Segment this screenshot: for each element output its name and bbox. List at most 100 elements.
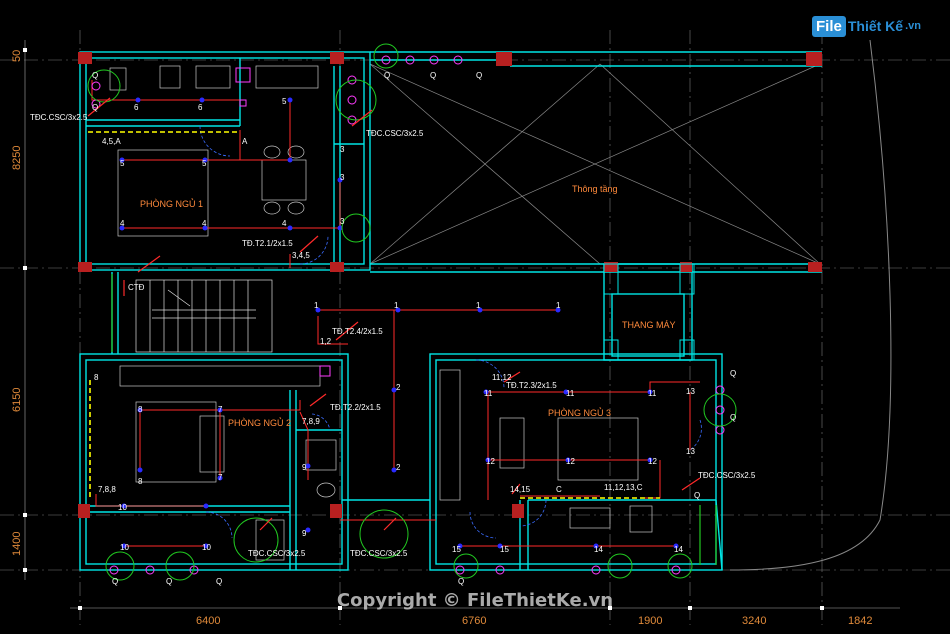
panel-label-1: TĐC.CSC/3x2.5 — [30, 113, 88, 122]
circuit-label: 7 — [218, 405, 223, 414]
dim-bottom-3: 1900 — [638, 615, 662, 627]
circuit-label: 3 — [340, 173, 345, 182]
panel-label-5: TĐ.T2.2/2x1.5 — [330, 403, 381, 412]
circuit-label: 1 — [476, 301, 481, 310]
circuit-label: 6 — [134, 103, 139, 112]
circuit-label: 1 — [314, 301, 319, 310]
boundary-curve — [729, 39, 892, 571]
panel-label-9: TĐC.CSC/3x2.5 — [350, 549, 408, 558]
panel-label-7: TĐC.CSC/3x2.5 — [698, 471, 756, 480]
circuit-label: 10 — [118, 503, 127, 512]
door-swings — [199, 125, 702, 539]
circuit-label: 13 — [686, 387, 695, 396]
circuit-label: 7,8,9 — [302, 417, 320, 426]
circuit-label: 13 — [686, 447, 695, 456]
circuit-label: Q — [112, 577, 118, 586]
circuit-label: 12 — [566, 457, 575, 466]
room-labels: PHÒNG NGỦ 1 PHÒNG NGỦ 2 PHÒNG NGỦ 3 Thôn… — [140, 184, 676, 428]
circuit-label: Q — [730, 369, 736, 378]
logo-thietke: Thiết Kế — [847, 18, 904, 34]
circuit-label: C — [556, 485, 562, 494]
circuit-label: 6 — [198, 103, 203, 112]
circuit-label: 12 — [648, 457, 657, 466]
dimension-lines — [24, 40, 900, 609]
panel-label-3: TĐ.T2.1/2x1.5 — [242, 239, 293, 248]
circuit-label: Q — [430, 71, 436, 80]
panel-label-4: TĐ.T2.4/2x1.5 — [332, 327, 383, 336]
circuit-label: 8 — [94, 373, 99, 382]
panel-arrows — [87, 97, 701, 531]
circuit-label: 11,12,13,C — [604, 483, 643, 492]
room-label-bedroom2: PHÒNG NGỦ 2 — [228, 417, 291, 428]
void-cross — [369, 63, 821, 265]
circuit-label: 14 — [594, 545, 603, 554]
circuit-label: 1 — [394, 301, 399, 310]
circuit-label: 3 — [340, 217, 345, 226]
grid-lines — [0, 30, 950, 625]
circuit-label: Q — [166, 577, 172, 586]
circuit-label: 2 — [396, 463, 401, 472]
room-label-bedroom1: PHÒNG NGỦ 1 — [140, 198, 203, 209]
circuit-label: 15 — [500, 545, 509, 554]
plants — [87, 43, 737, 581]
dim-bottom-2: 6760 — [462, 615, 486, 627]
circuit-label: Q — [458, 577, 464, 586]
circuit-label: 14,15 — [510, 485, 531, 494]
circuit-label: 4 — [120, 219, 125, 228]
circuit-label: Q — [92, 71, 98, 80]
circuit-label: Q — [92, 103, 98, 112]
circuit-label: 12 — [486, 457, 495, 466]
windows — [111, 274, 717, 565]
circuit-label: 8 — [138, 477, 143, 486]
panel-label-6: TĐ.T2.3/2x1.5 — [506, 381, 557, 390]
circuit-label: Q — [476, 71, 482, 80]
logo-file: File — [812, 15, 846, 37]
dimension-text: 50 8250 6150 1400 6400 6760 1900 3240 18… — [11, 50, 872, 627]
yellow-lines — [88, 131, 660, 500]
dim-left-4: 1400 — [11, 532, 23, 556]
dim-bottom-4: 3240 — [742, 615, 766, 627]
circuit-label: 3 — [340, 145, 345, 154]
circuit-label: A — [242, 137, 248, 146]
room-label-elevator: THANG MÁY — [622, 320, 676, 330]
dimension-ticks — [23, 48, 824, 610]
circuit-label: 3,4,5 — [292, 251, 310, 260]
circuit-label: 9 — [302, 529, 307, 538]
dim-left-3: 6150 — [11, 388, 23, 412]
circuit-label: 9 — [302, 463, 307, 472]
dim-left-2: 8250 — [11, 146, 23, 170]
circuit-label: 5 — [120, 159, 125, 168]
circuit-label: 10 — [202, 543, 211, 552]
circuit-label: 14 — [674, 545, 683, 554]
circuit-label: CTĐ — [128, 283, 145, 292]
circuit-label: Q — [730, 413, 736, 422]
circuit-label: Q — [694, 491, 700, 500]
dim-bottom-5: 1842 — [848, 615, 872, 627]
logo-vn: .vn — [905, 20, 921, 32]
circuit-label: 11,12 — [492, 373, 512, 382]
circuit-label: 15 — [452, 545, 461, 554]
sockets — [91, 55, 725, 575]
circuit-label: 7 — [218, 473, 223, 482]
circuit-labels: 6 6 5 5 5 4 4 4 3 3 3 4,5,A A 3,4,5 1 1 … — [92, 71, 736, 586]
circuit-label: Q — [216, 577, 222, 586]
columns — [78, 52, 822, 518]
panel-labels: TĐC.CSC/3x2.5 TĐC.CSC/3x2.5 TĐ.T2.1/2x1.… — [30, 113, 756, 558]
room-label-bedroom3: PHÒNG NGỦ 3 — [548, 407, 611, 418]
circuit-label: 11 — [566, 389, 575, 398]
panel-label-8: TĐC.CSC/3x2.5 — [248, 549, 306, 558]
circuit-label: 4,5,A — [102, 137, 121, 146]
room-label-void: Thông tầng — [572, 184, 618, 194]
circuit-label: 1,2 — [320, 337, 332, 346]
circuit-label: 11 — [648, 389, 657, 398]
elevator-columns — [603, 263, 695, 361]
circuit-label: 8 — [138, 405, 143, 414]
circuit-label: 4 — [202, 219, 207, 228]
filethietke-logo: File Thiết Kế .vn — [812, 14, 921, 38]
dim-left-1: 50 — [11, 50, 23, 62]
circuit-label: 11 — [484, 389, 493, 398]
staircase — [135, 279, 273, 353]
circuit-label: 5 — [282, 97, 287, 106]
walls — [79, 51, 822, 571]
